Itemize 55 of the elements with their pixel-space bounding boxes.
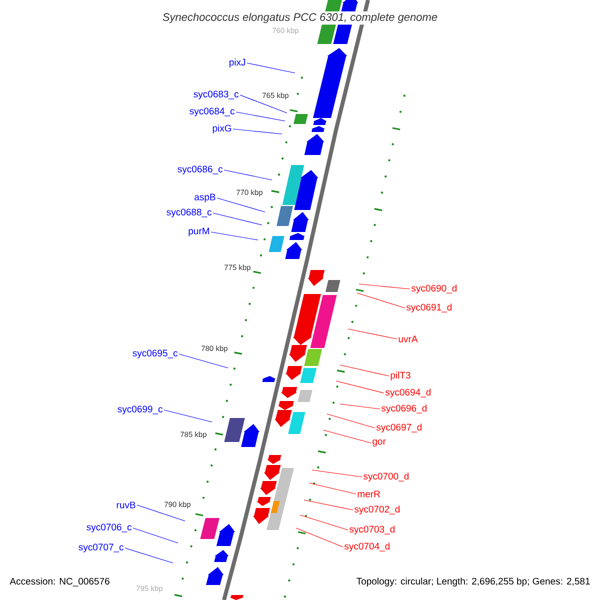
gene-label: aspB — [194, 194, 216, 202]
leader-line — [132, 528, 178, 544]
gene-label: ruvB — [116, 502, 136, 508]
gene-label: syc0688_c — [166, 208, 212, 218]
gene-label: pixJ — [230, 58, 246, 68]
accession-text: Accession: NC_006576 — [8, 576, 112, 588]
gene-label: syc0697_d — [376, 424, 422, 432]
gene-label: syc0690_d — [411, 284, 457, 294]
title: Synechococcus elongatus PCC 6301, complete genome — [160, 11, 440, 25]
leader-line — [348, 328, 398, 340]
gene-label: syc0684_c — [190, 108, 235, 116]
leader-line — [322, 430, 372, 444]
leader-line — [308, 482, 356, 494]
leader-line — [224, 170, 272, 180]
genome-info-text: Topology: circular; Length: 2,696,255 bp; Genes: 2,581 — [354, 576, 592, 588]
gene-label: syc0691_d — [406, 304, 452, 312]
leader-line — [326, 414, 376, 428]
leader-line — [236, 112, 286, 122]
gene-label: syc0707_c — [78, 544, 124, 552]
leader-line — [246, 62, 296, 74]
leader-line — [232, 128, 282, 134]
gene-label: syc0686_c — [178, 166, 223, 174]
leader-line — [164, 410, 212, 422]
leader-line — [296, 528, 344, 548]
gene-label: uvrA — [398, 336, 418, 342]
gene-label: syc0694_d — [385, 388, 431, 398]
gene-label: syc0696_d — [381, 404, 427, 414]
gene-label: syc0704_d — [344, 542, 390, 552]
leader-line — [356, 292, 406, 308]
gene-label: purM — [188, 228, 210, 236]
leader-line — [210, 232, 258, 240]
gene-label: gor — [372, 439, 386, 447]
gene-label: syc0706_c — [86, 524, 132, 532]
leader-line — [336, 380, 384, 394]
gene-label: syc0695_c — [132, 350, 178, 358]
leader-line — [300, 514, 348, 530]
leader-line — [358, 284, 410, 290]
gene-label: pilT3 — [390, 372, 410, 380]
gene-label: syc0699_c — [118, 406, 163, 414]
leader-line — [216, 198, 266, 212]
leader-line — [304, 500, 354, 510]
leader-line — [212, 212, 262, 226]
gene-label: syc0700_d — [363, 472, 409, 482]
gene-label: syc0702_d — [354, 506, 400, 514]
gene-label: syc0703_d — [349, 526, 395, 534]
leader-line — [124, 548, 174, 564]
leader-line — [312, 470, 362, 478]
gene-label: syc0683_c — [194, 90, 239, 100]
gene-label: pixG — [212, 124, 232, 134]
leader-line — [178, 354, 228, 368]
leader-line — [240, 94, 288, 114]
leader-line — [136, 504, 186, 522]
leader-line — [340, 404, 380, 410]
gene-label: merR — [358, 490, 380, 498]
leader-line — [340, 364, 390, 376]
